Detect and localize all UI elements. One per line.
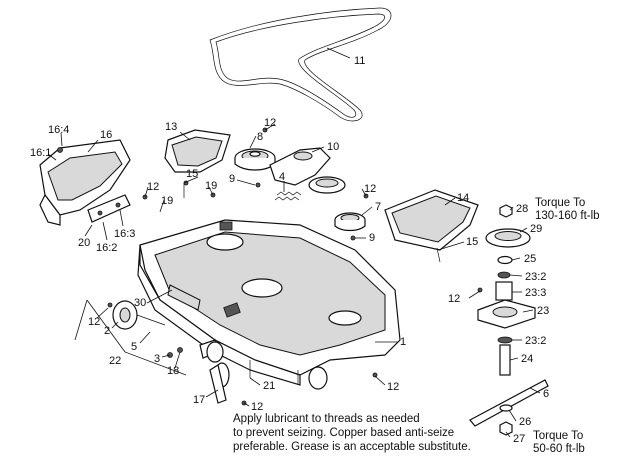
callout-22: 22 xyxy=(109,355,121,367)
callout-16-2: 16:2 xyxy=(96,242,117,254)
callout-11: 11 xyxy=(354,55,365,67)
callout-24: 24 xyxy=(521,353,533,365)
callout-9-right: 9 xyxy=(369,232,375,244)
callout-1: 1 xyxy=(400,336,406,348)
spindle-cover-right xyxy=(384,189,479,251)
callout-14: 14 xyxy=(457,192,469,204)
callout-12-top: 12 xyxy=(264,117,276,129)
torque-bottom-line2: 50-60 ft-lb xyxy=(533,443,585,455)
lubricant-note: Apply lubricant to threads as needed to … xyxy=(233,413,471,453)
torque-spec-top: Torque To 130-160 ft-lb xyxy=(535,197,600,222)
callout-4: 4 xyxy=(279,171,285,183)
drive-belt xyxy=(209,7,392,122)
callout-12-bottom: 12 xyxy=(251,401,263,413)
note-line-1: Apply lubricant to threads as needed xyxy=(233,413,420,425)
note-line-2: to prevent seizing. Copper based anti-se… xyxy=(233,427,454,439)
deflector-bracket xyxy=(87,194,131,223)
callout-25: 25 xyxy=(524,253,536,265)
callout-12-wheel: 12 xyxy=(88,316,100,328)
callout-9-left: 9 xyxy=(229,173,235,185)
callout-23-2-lower: 23:2 xyxy=(525,335,546,347)
leader-lines xyxy=(47,47,541,438)
pulley-7 xyxy=(334,212,366,232)
mower-deck xyxy=(137,219,401,386)
callout-23-2-upper: 23:2 xyxy=(525,271,546,283)
hardware-3-18 xyxy=(167,339,224,363)
callout-19-upper: 19 xyxy=(205,180,217,192)
callout-7: 7 xyxy=(375,201,381,213)
anti-scalp-wheel xyxy=(107,300,166,330)
belt-cover-middle xyxy=(164,129,231,173)
torque-bottom-line1: Torque To xyxy=(533,430,583,442)
callout-12-spindle: 12 xyxy=(448,293,460,305)
callout-8: 8 xyxy=(257,131,263,143)
callout-23-3: 23:3 xyxy=(525,287,546,299)
torque-top-line2: 130-160 ft-lb xyxy=(535,210,600,222)
callout-13: 13 xyxy=(165,121,177,133)
belt-cover-left xyxy=(39,139,131,226)
callout-16: 16 xyxy=(100,129,112,141)
callout-28: 28 xyxy=(516,203,528,215)
callout-18: 18 xyxy=(167,365,179,377)
callout-12-left: 12 xyxy=(147,181,159,193)
callout-16-3: 16:3 xyxy=(114,228,135,240)
callout-15-left: 15 xyxy=(186,168,198,180)
callout-16-1: 16:1 xyxy=(30,147,51,159)
idler-arm xyxy=(269,147,346,194)
torque-top-line1: Torque To xyxy=(535,197,585,209)
callout-16-4: 16:4 xyxy=(48,124,69,136)
callout-15-right: 15 xyxy=(466,236,478,248)
callout-3: 3 xyxy=(154,353,160,365)
spring xyxy=(274,191,302,201)
callout-12-mid: 12 xyxy=(364,183,376,195)
callout-17: 17 xyxy=(193,394,205,406)
note-line-3: preferable. Grease is an acceptable subs… xyxy=(233,441,471,453)
callout-23: 23 xyxy=(537,305,549,317)
callout-6: 6 xyxy=(543,388,549,400)
callout-2: 2 xyxy=(104,325,110,337)
spindle-assembly xyxy=(469,204,549,436)
torque-spec-bottom: Torque To 50-60 ft-lb xyxy=(533,430,585,455)
callout-12-deck-right: 12 xyxy=(387,381,399,393)
callout-21: 21 xyxy=(263,380,275,392)
callout-5: 5 xyxy=(131,341,137,353)
pulley-8 xyxy=(234,148,276,171)
callout-27: 27 xyxy=(513,433,525,445)
callout-26: 26 xyxy=(519,416,531,428)
callout-30: 30 xyxy=(134,297,146,309)
callout-10: 10 xyxy=(327,141,339,153)
callout-20: 20 xyxy=(78,237,90,249)
callout-19-lower: 19 xyxy=(161,195,173,207)
deck-wheels xyxy=(209,362,328,404)
callout-29: 29 xyxy=(530,223,542,235)
callout-labels: 11 16 16:4 16:1 13 12 8 10 15 9 4 19 12 … xyxy=(30,55,549,445)
